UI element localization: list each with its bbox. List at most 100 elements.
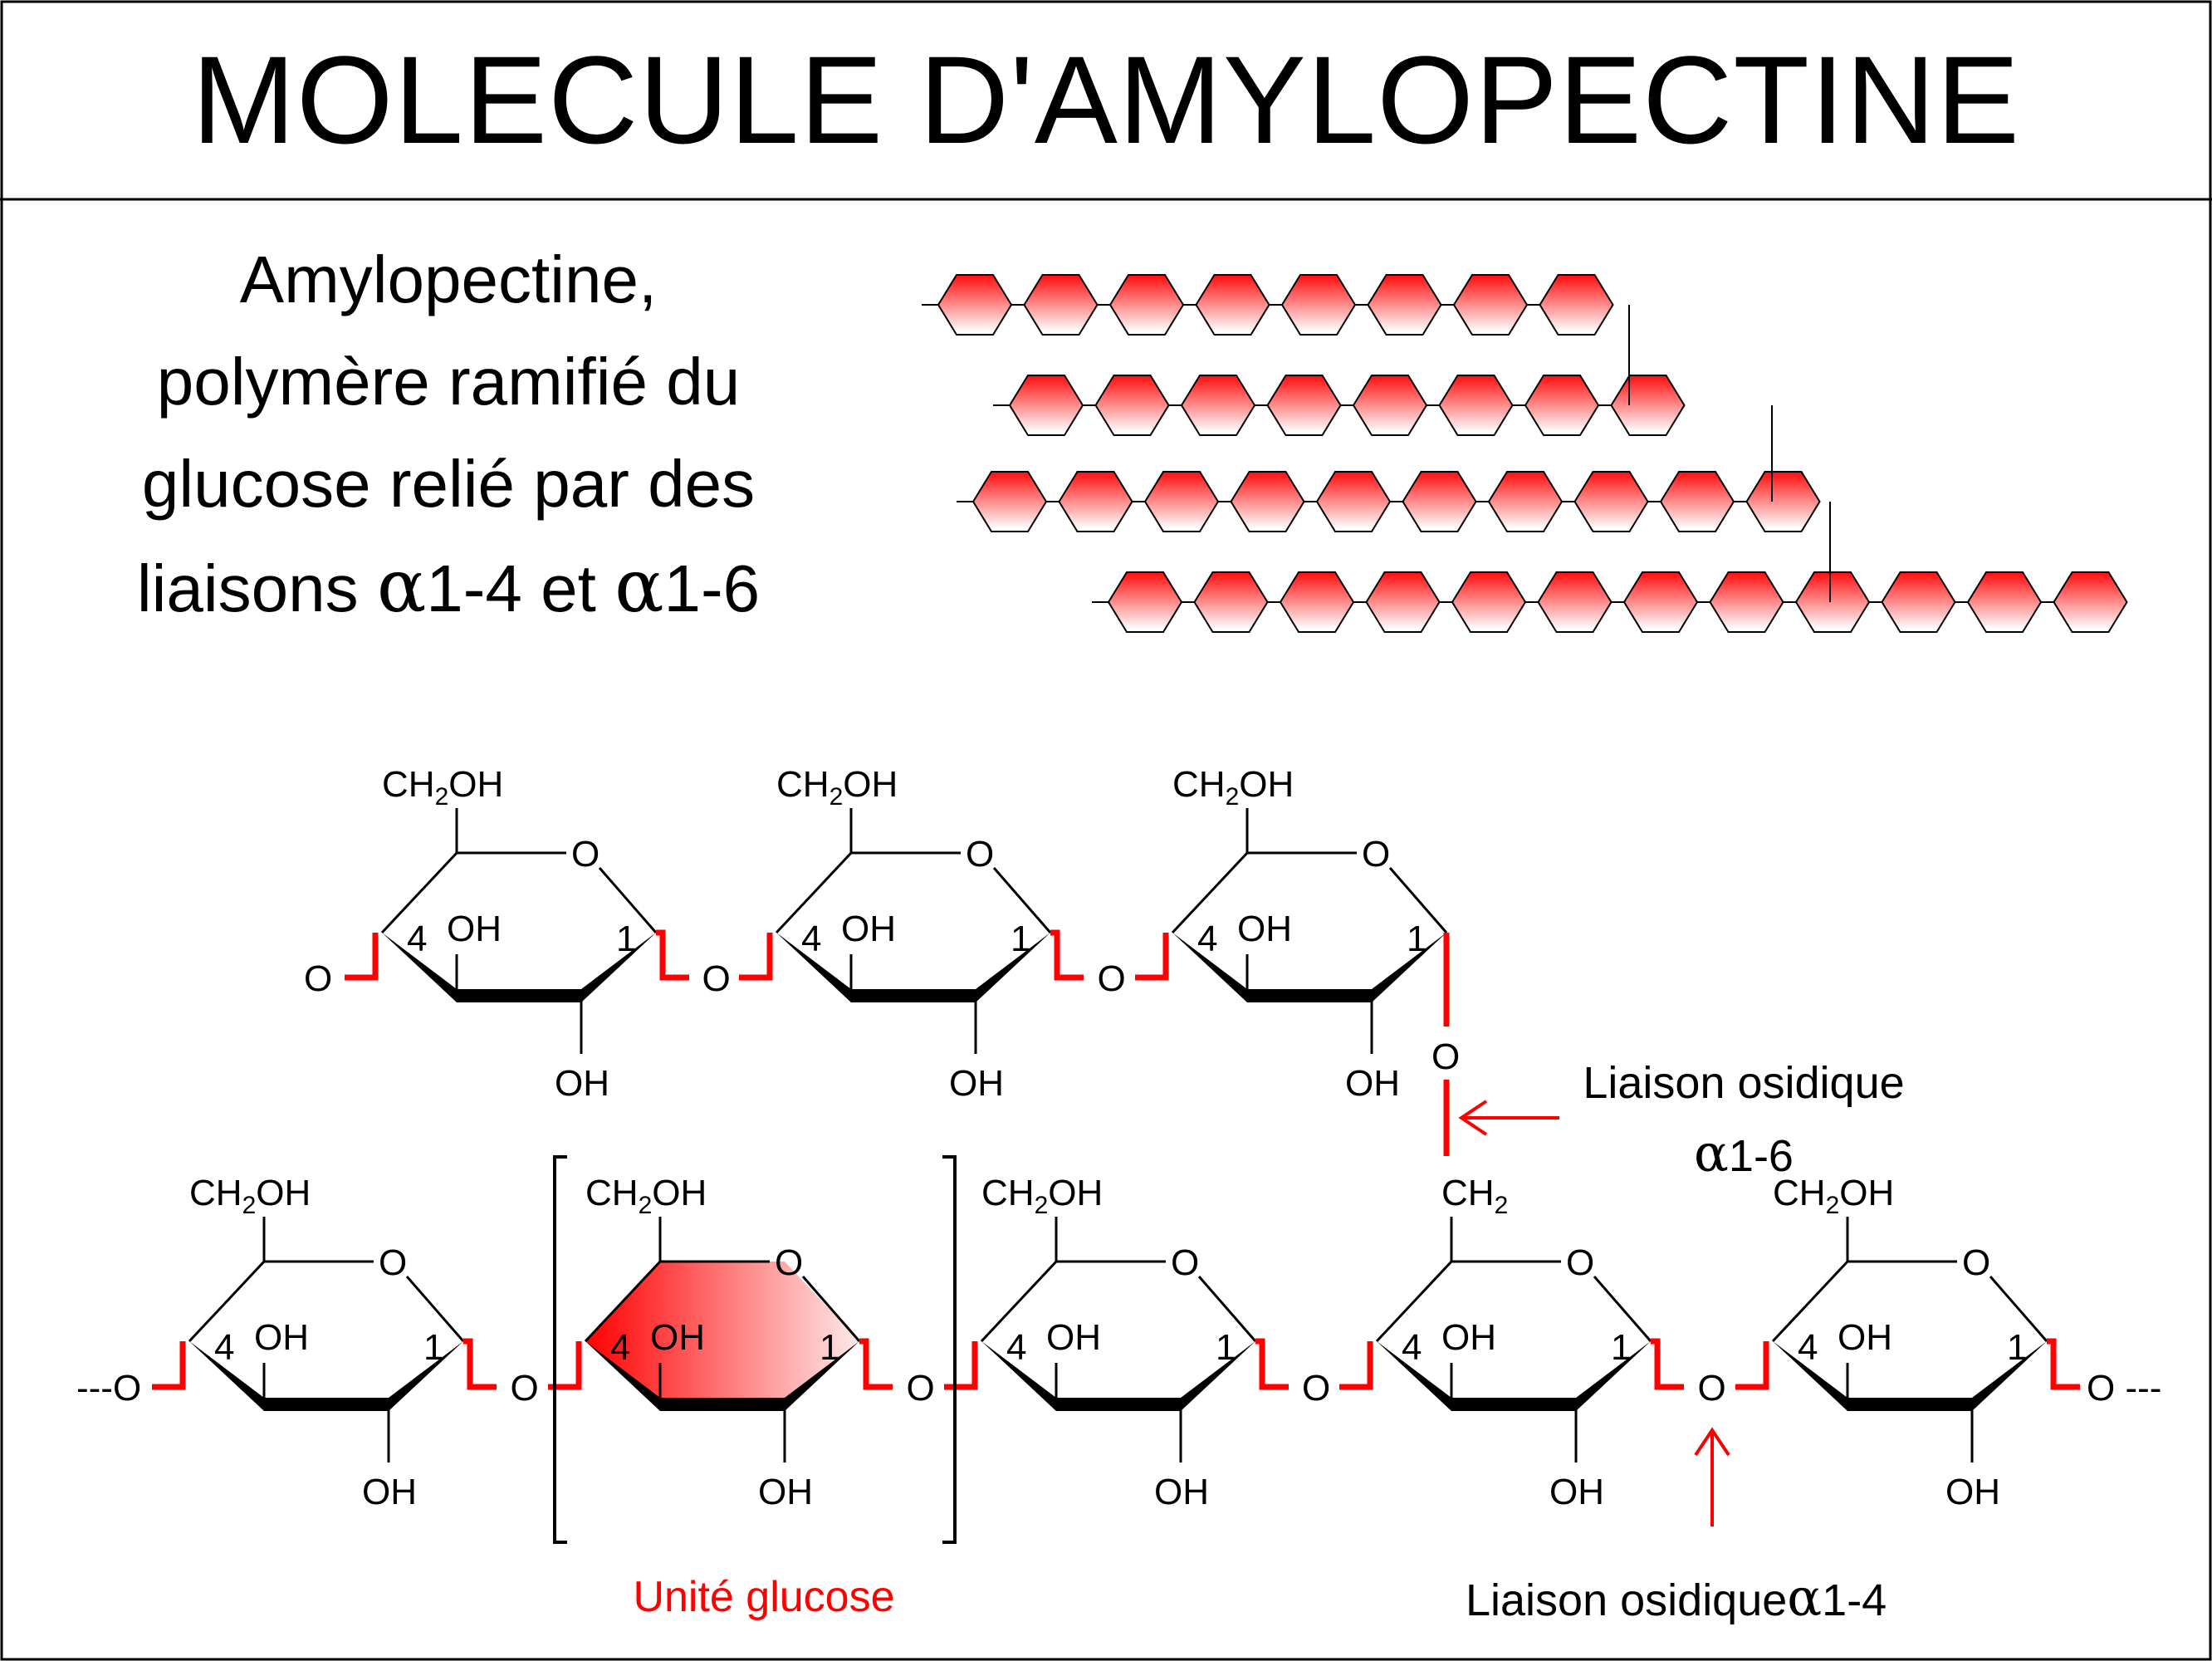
ring-bond: [1197, 1276, 1257, 1342]
ring-bond: [405, 1276, 465, 1342]
glucose-hexagon: [937, 274, 1013, 336]
ring-bond: [1375, 1260, 1453, 1343]
hydroxyl-label: OH: [362, 1472, 417, 1512]
glucose-hexagon: [1058, 471, 1133, 532]
ch2oh-label: CH2OH: [382, 764, 503, 811]
glycosidic-bond: [345, 933, 379, 981]
glycosidic-bond: [859, 1338, 893, 1390]
glycosidic-bond: [944, 1341, 978, 1390]
ring-bond: [1771, 1260, 1849, 1343]
ch2oh-label: CH2OH: [1172, 764, 1294, 811]
carbon-4-label: 4: [1402, 1327, 1422, 1368]
ch2oh-label: CH2OH: [776, 764, 898, 811]
glucose-hexagon: [1539, 274, 1614, 336]
glucose-unit-fill: [585, 1262, 859, 1404]
glucose-hexagon: [1622, 571, 1699, 633]
hydroxyl-label: OH: [254, 1317, 309, 1358]
wedge-bond: [1372, 933, 1446, 1002]
glycosidic-bond: [739, 933, 773, 981]
description-line-3: glucose relié par des: [141, 447, 756, 521]
bridge-oxygen-label: O: [511, 1368, 539, 1409]
glucose-hexagon: [1180, 375, 1256, 436]
arrow-head: [1694, 1427, 1730, 1457]
wedge-bond: [1377, 1341, 1451, 1411]
glucose-hexagon: [1966, 571, 2043, 633]
hydroxyl-label: OH: [1838, 1317, 1892, 1358]
bond-1-6-label: Liaison osidique: [1583, 1058, 1904, 1108]
bridge-oxygen-label: O: [304, 958, 332, 999]
ring-oxygen-label: O: [571, 834, 599, 875]
chain-row-2: [993, 375, 1686, 436]
wedge-bond: [976, 933, 1050, 1002]
glucose-hexagon: [1367, 274, 1442, 336]
hydroxyl-label: OH: [1441, 1317, 1496, 1358]
ring-oxygen-label: O: [1362, 834, 1390, 875]
chain-row-1: [922, 274, 1614, 336]
carbon-1-label: 1: [1611, 1327, 1631, 1368]
ring-bond: [598, 867, 658, 933]
hydroxyl-label: OH: [1154, 1472, 1209, 1512]
bridge-oxygen-label: O: [1098, 958, 1126, 999]
glucose-hexagon: [1266, 375, 1342, 436]
glucose-hexagon: [1143, 471, 1220, 532]
glycosidic-bond: [152, 1341, 186, 1390]
alpha-symbol: α: [376, 543, 427, 629]
glycosidic-bond: [1735, 1341, 1769, 1390]
glycosidic-bond: [1050, 929, 1084, 981]
glucose-hexagon: [1230, 471, 1305, 532]
carbon-1-label: 1: [616, 919, 636, 959]
alpha-symbol: α: [614, 543, 664, 629]
glucose-hexagon: [1537, 571, 1613, 633]
chain-row-4: [1092, 571, 2128, 633]
glycosidic-bond: [2047, 1338, 2080, 1390]
wedge-bond: [1972, 1341, 2047, 1411]
hydroxyl-label: OH: [1046, 1317, 1101, 1358]
glucose-hexagon: [1280, 274, 1357, 336]
glucose-hexagon: [1365, 571, 1441, 633]
glycosidic-bond: [1339, 1341, 1373, 1390]
glycosidic-bond: [463, 1338, 497, 1390]
ch2oh-label: CH2OH: [981, 1173, 1103, 1219]
ch2oh-label: CH2OH: [189, 1173, 311, 1219]
glycosidic-bond: [1651, 1338, 1684, 1390]
ring-bond: [1593, 1276, 1652, 1342]
arrow-head: [1458, 1100, 1488, 1136]
wedge-bond: [785, 1341, 859, 1411]
glucose-hexagon: [1315, 471, 1392, 532]
description-line-1: Amylopectine,: [239, 243, 658, 316]
page-title: MOLECULE D'AMYLOPECTINE: [191, 29, 2021, 169]
hydroxyl-label: OH: [555, 1063, 609, 1104]
glucose-hexagon: [1659, 471, 1735, 532]
bridge-oxygen-label: O: [1302, 1368, 1330, 1409]
carbon-4-label: 4: [214, 1327, 234, 1368]
glucose-hexagon: [1451, 571, 1527, 633]
ring-bond: [584, 1260, 662, 1343]
ring-oxygen-label: O: [379, 1242, 407, 1283]
ring-oxygen-label: O: [1962, 1242, 1990, 1283]
bridge-oxygen-label: O: [1698, 1368, 1726, 1409]
carbon-1-label: 1: [1011, 919, 1030, 959]
description-line-4-prefix: liaisons: [136, 551, 377, 625]
wedge-bond: [1576, 1341, 1651, 1411]
carbon-1-label: 1: [1216, 1327, 1236, 1368]
bond-1-6-type: α1-6: [1694, 1123, 1794, 1183]
glucose-hexagon: [1524, 375, 1600, 436]
ch2oh-label: CH2: [1441, 1173, 1508, 1219]
glucose-hexagon: [1487, 471, 1564, 532]
wedge-bond: [1181, 1341, 1255, 1411]
glucose-hexagon: [1193, 571, 1269, 633]
glucose-hexagon: [1794, 571, 1871, 633]
ring-bond: [801, 1276, 861, 1342]
hydroxyl-label: OH: [1945, 1472, 2000, 1512]
glucose-hexagon: [2053, 571, 2128, 633]
description: Amylopectine, polymère ramifié du glucos…: [33, 228, 864, 639]
wedge-bond: [1773, 1341, 1847, 1411]
glucose-hexagon: [1573, 471, 1649, 532]
glucose-hexagon: [1008, 375, 1084, 436]
wedge-bond: [776, 933, 851, 1002]
glucose-hexagon: [1745, 471, 1821, 532]
